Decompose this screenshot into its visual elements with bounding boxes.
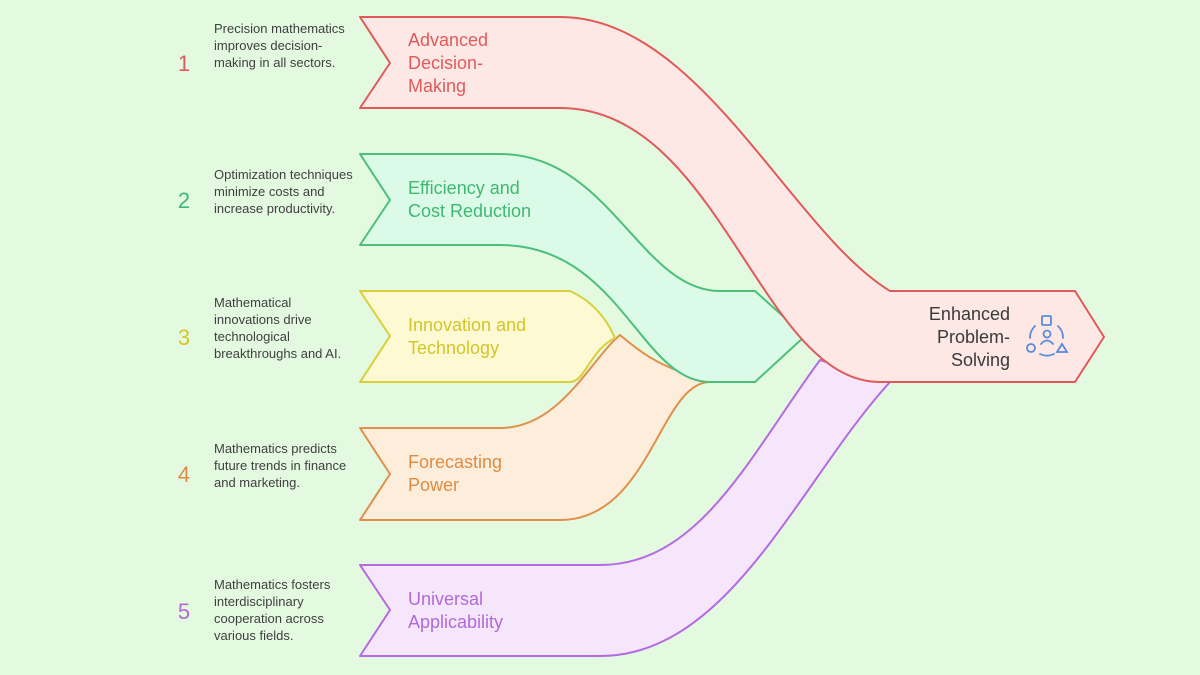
step-number-3: 3 — [177, 325, 191, 350]
step-number-5: 5 — [177, 599, 191, 624]
target-label: Enhanced Problem-Solving — [928, 304, 1010, 370]
step-number-1: 1 — [177, 51, 191, 76]
step-number-4: 4 — [177, 462, 191, 487]
step-description-3: Mathematical innovations drive technolog… — [214, 295, 342, 361]
band-label-2: Efficiency and Cost Reduction — [408, 178, 532, 221]
step-number-2: 2 — [177, 188, 191, 213]
band-label-5: Universal Applicability — [408, 589, 504, 632]
step-description-4: Mathematics predicts future trends in fi… — [214, 441, 347, 490]
step-description-5: Mathematics fosters interdisciplinary co… — [214, 577, 331, 643]
flow-band-5 — [359, 359, 891, 657]
flow-band-2 — [359, 153, 806, 383]
flow-band-3 — [359, 290, 616, 383]
step-description-2: Optimization techniques minimize costs a… — [214, 167, 353, 216]
band-label-4: Forecasting Power — [408, 452, 503, 495]
shapes-people-icon — [1026, 315, 1069, 357]
flow-band-1 — [359, 16, 1105, 383]
band-label-1: Advanced Decision-Making — [408, 30, 489, 96]
band-label-3: Innovation and Technology — [408, 315, 527, 358]
step-description-1: Precision mathematics improves decision-… — [214, 21, 345, 70]
